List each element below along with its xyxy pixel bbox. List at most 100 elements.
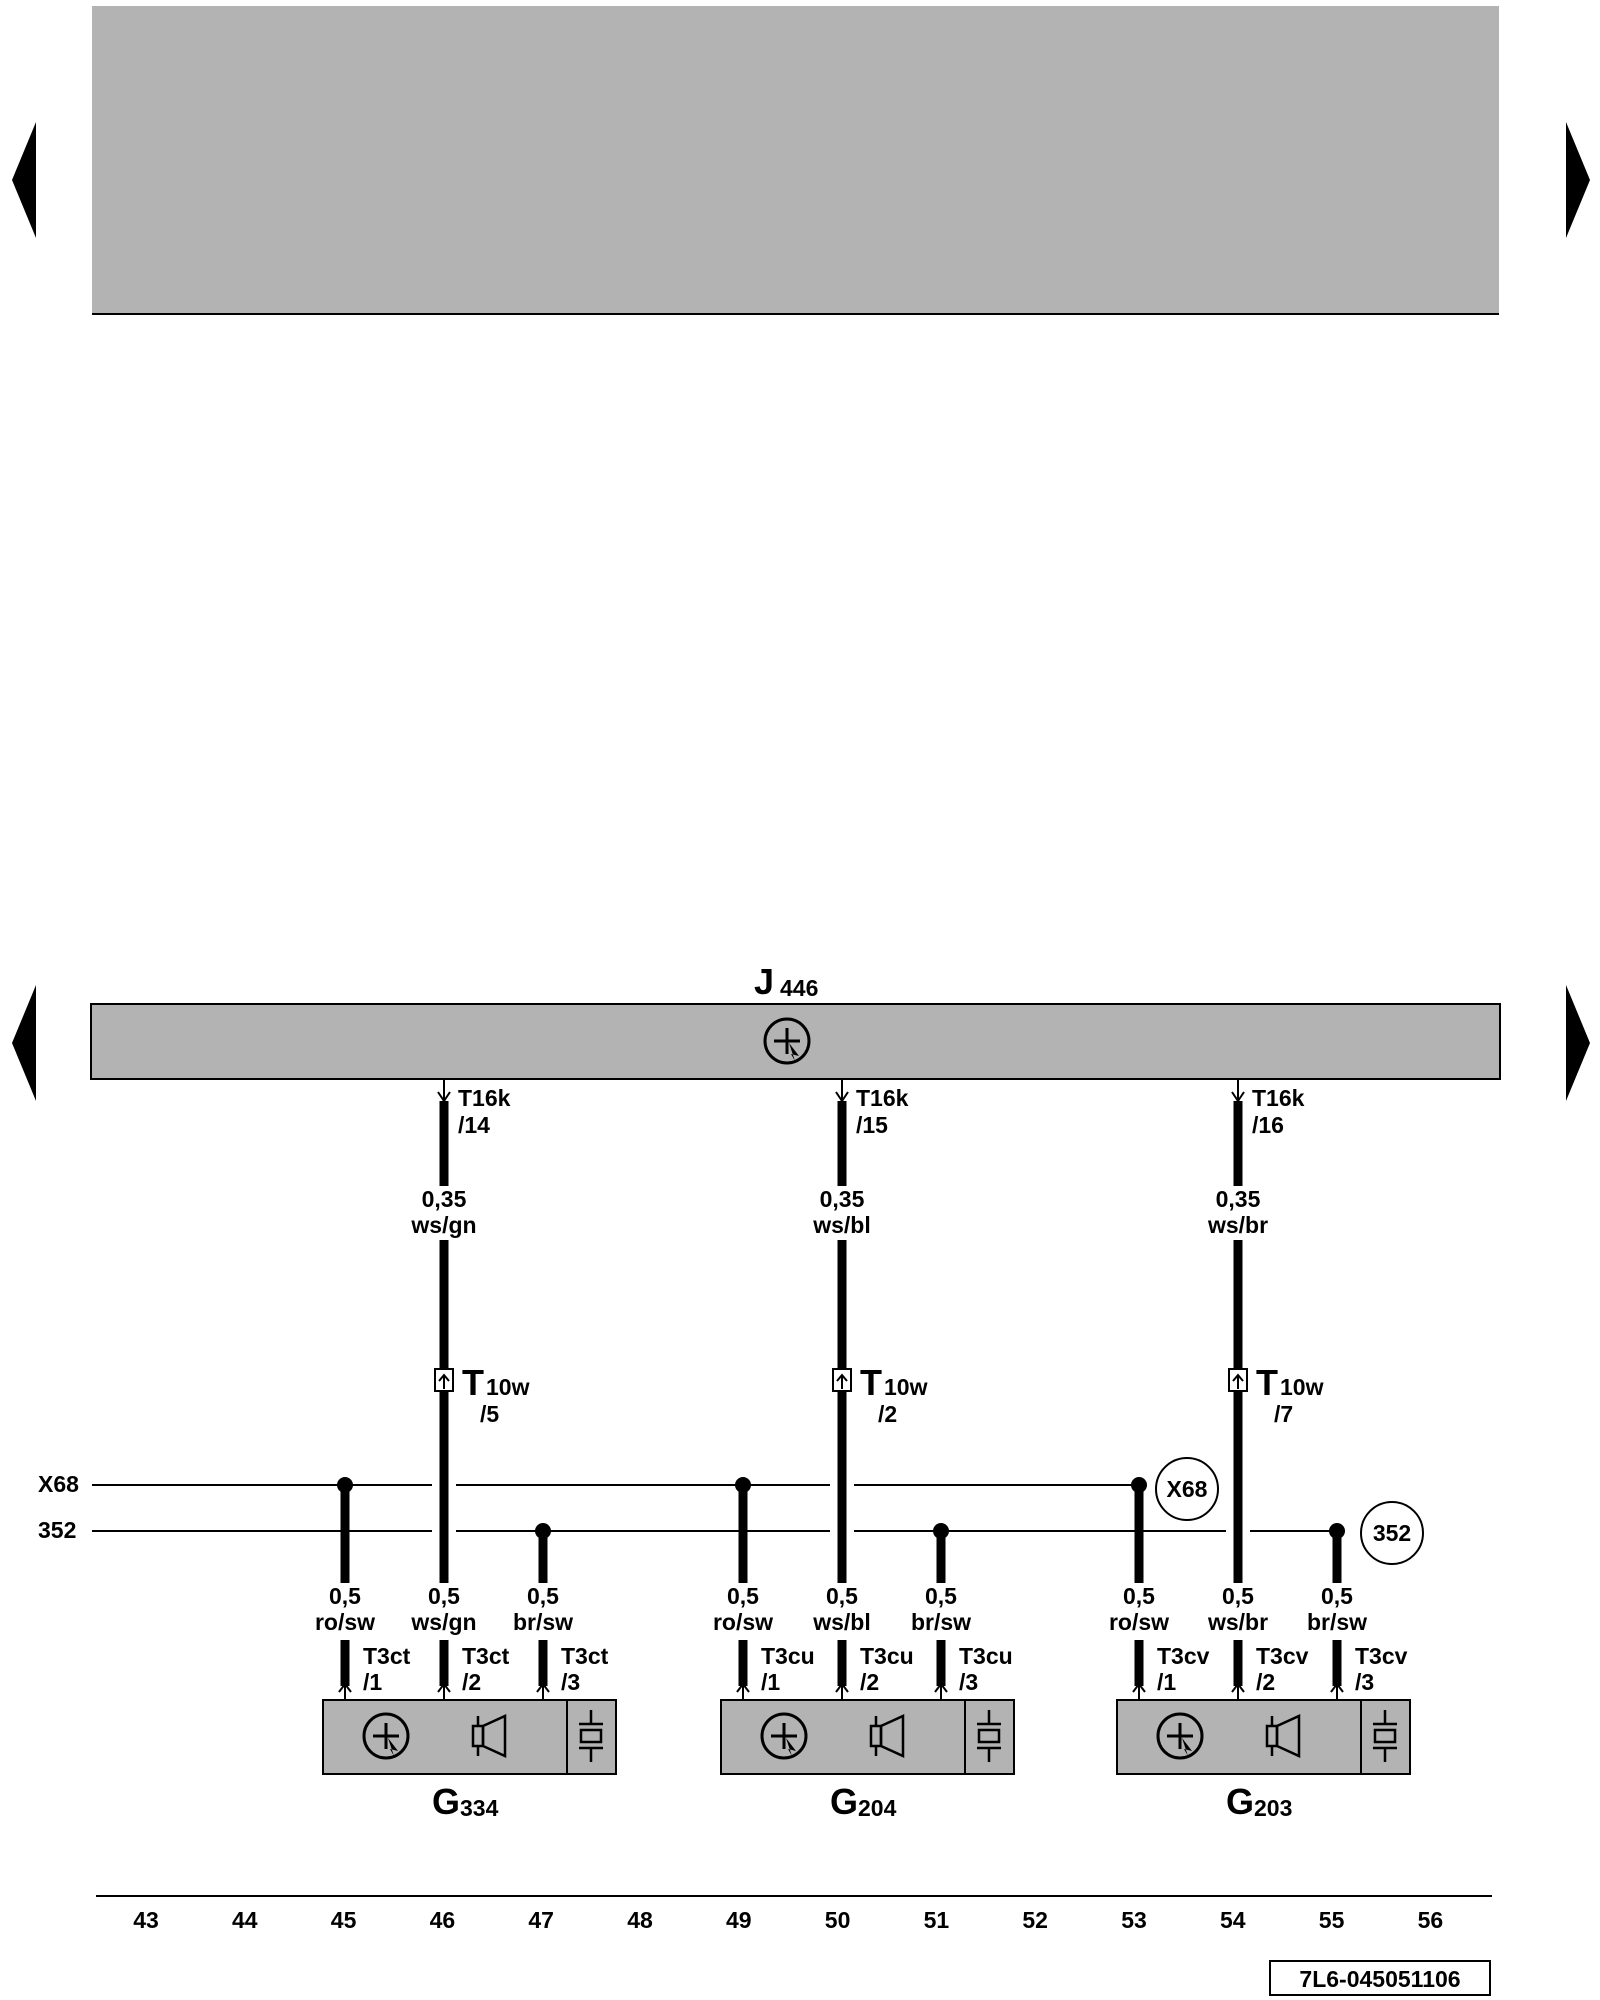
connector-arrow-up-icon [835,1682,849,1693]
wire-connector-name: T3cu [761,1643,815,1669]
component-letter: G [432,1781,460,1822]
top-connector-pin: /16 [1252,1112,1284,1138]
connector-arrow-up-icon [437,1682,451,1693]
prev-section-button[interactable] [12,985,36,1101]
wire-connector-pin: /2 [462,1669,481,1695]
mid-connector-pin: /7 [1274,1401,1293,1427]
wire-color: ro/sw [713,1609,773,1635]
mid-connector-letter: T [462,1362,484,1403]
wire-size: 0,5 [925,1583,957,1609]
axis-number: 54 [1220,1907,1246,1933]
wire-color: ro/sw [1109,1609,1169,1635]
axis-number: 47 [528,1907,554,1933]
sensor-icon [763,1017,811,1065]
top-connector-name: T16k [856,1085,909,1111]
control-unit-letter: J [754,961,774,1002]
wire-color: br/sw [1307,1609,1367,1635]
mid-connector-sub: 10w [486,1374,530,1400]
bus-352-label: 352 [38,1517,76,1543]
mid-connector-sub: 10w [1280,1374,1324,1400]
wire-connector-pin: /1 [363,1669,382,1695]
upper-wire-color: ws/gn [410,1212,476,1238]
top-connector-pin: /14 [458,1112,490,1138]
control-unit-label: J 446 [754,961,818,1002]
wire-connector-name: T3cv [1157,1643,1210,1669]
mid-connector-letter: T [1256,1362,1278,1403]
connector-arrow-up-icon [934,1682,948,1693]
triangle-right-icon [1566,985,1590,1101]
buses: X68 352 X68 352 [38,1457,1424,1565]
axis-number: 46 [430,1907,456,1933]
top-connector-name: T16k [1252,1085,1305,1111]
wire-color: br/sw [911,1609,971,1635]
mid-connector-letter: T [860,1362,882,1403]
junction-dot [535,1523,551,1539]
wire-size: 0,5 [1222,1583,1254,1609]
junction-dot [1329,1523,1345,1539]
inline-connector-icon [832,1368,852,1392]
wire-connector-pin: /1 [761,1669,780,1695]
connector-arrow-up-icon [338,1682,352,1693]
svg-text:X68: X68 [1167,1476,1208,1502]
connector-arrow-up-icon [1231,1682,1245,1693]
wire-connector-pin: /3 [561,1669,580,1695]
wire-connector-name: T3ct [561,1643,609,1669]
upper-wire-color: ws/br [1207,1212,1268,1238]
wire-size: 0,5 [428,1583,460,1609]
inline-connector-icon [1228,1368,1248,1392]
axis-number: 44 [232,1907,258,1933]
wire-color: br/sw [513,1609,573,1635]
wire-connector-name: T3cu [959,1643,1013,1669]
axis-number: 48 [627,1907,653,1933]
sensor-icon [362,1712,410,1760]
upper-wire-color: ws/bl [812,1212,871,1238]
wire-connector-name: T3cu [860,1643,914,1669]
inline-connector-icon [434,1368,454,1392]
axis-number: 55 [1319,1907,1345,1933]
axis-number: 43 [133,1907,159,1933]
connector-arrow-up-icon [736,1682,750,1693]
bus-x68-badge: X68 [1155,1457,1219,1521]
axis-number: 45 [331,1907,357,1933]
wire-size: 0,5 [727,1583,759,1609]
oscillator-icon [977,1710,1001,1762]
wire-connector-name: T3ct [363,1643,411,1669]
axis-number: 53 [1121,1907,1147,1933]
wire-connector-pin: /2 [860,1669,879,1695]
junction-dot [735,1477,751,1493]
diagram-code-box: 7L6-045051106 [1269,1960,1491,1996]
axis-number: 49 [726,1907,752,1933]
oscillator-icon [1373,1710,1397,1762]
component-box [720,1699,1015,1775]
component-number: 203 [1254,1795,1292,1821]
wire-size: 0,5 [1123,1583,1155,1609]
wire-connector-pin: /3 [959,1669,978,1695]
wire-connector-pin: /2 [1256,1669,1275,1695]
mid-connector-pin: /5 [480,1401,499,1427]
wire-size: 0,5 [1321,1583,1353,1609]
wire-connector-name: T3ct [462,1643,510,1669]
next-section-button[interactable] [1566,985,1590,1101]
prev-page-button[interactable] [12,122,36,238]
sensor-icon [1156,1712,1204,1760]
next-page-button[interactable] [1566,122,1590,238]
axis-number: 56 [1418,1907,1444,1933]
wire-color: ws/gn [410,1609,476,1635]
bus-352-badge: 352 [1360,1501,1424,1565]
triangle-left-icon [12,122,36,238]
axis-number: 51 [924,1907,950,1933]
wire-connector-pin: /3 [1355,1669,1374,1695]
triangle-right-icon [1566,122,1590,238]
wire-connector-name: T3cv [1355,1643,1408,1669]
junction-dot [337,1477,353,1493]
